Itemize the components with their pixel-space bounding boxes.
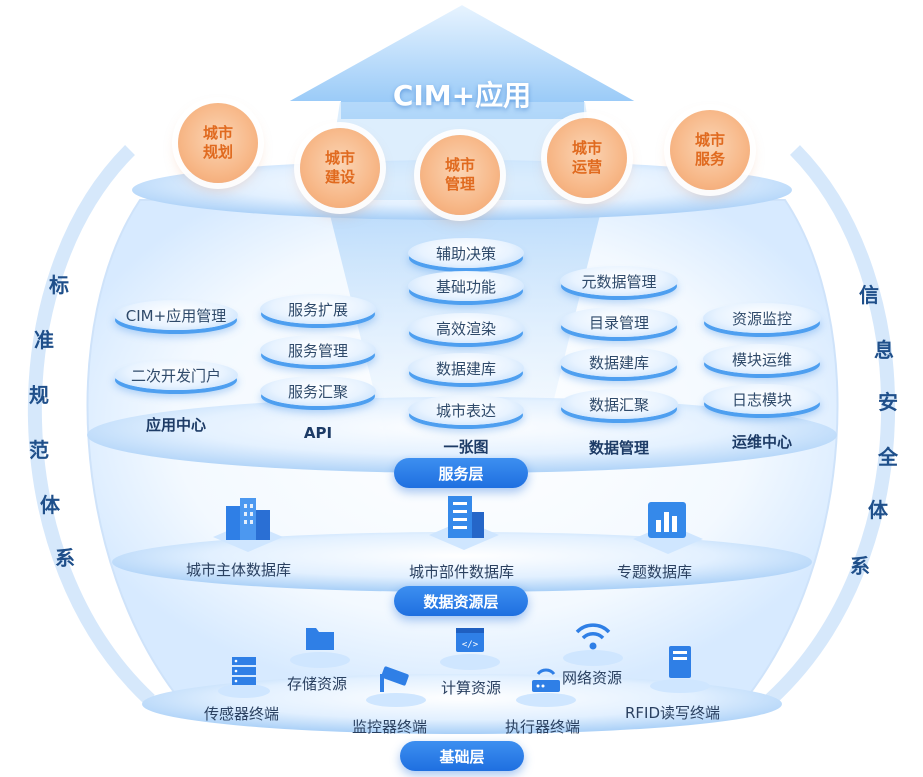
arrow-title: CIM+应用 [392, 79, 532, 112]
bar-chart-icon [633, 502, 703, 554]
column-title: 数据管理 [588, 439, 649, 457]
service-layer-label[interactable]: 服务层 [394, 458, 528, 488]
router-icon [516, 668, 576, 707]
data-item-label: 城市部件数据库 [409, 563, 515, 581]
left-side-char: 系 [55, 546, 75, 570]
app-circle-city-management[interactable]: 城市管理 [420, 135, 500, 215]
right-side-char: 安 [878, 390, 898, 414]
base-item-label: 计算资源 [441, 679, 502, 697]
service-disk[interactable]: 模块运维 [703, 344, 821, 374]
base-item-label: 执行器终端 [505, 718, 581, 736]
service-disk[interactable]: 目录管理 [560, 307, 678, 337]
data-layer-label[interactable]: 数据资源层 [394, 586, 528, 616]
column-title: 运维中心 [731, 433, 792, 451]
app-circle-city-planning[interactable]: 城市规划 [178, 103, 258, 183]
left-side-char: 准 [34, 328, 54, 352]
right-side-char: 全 [878, 445, 898, 469]
service-disk[interactable]: 数据建库 [560, 347, 678, 377]
app-circle-label: 城市服务 [694, 131, 725, 168]
app-circle-label: 城市运营 [571, 139, 602, 176]
data-item-label: 城市主体数据库 [186, 561, 292, 579]
base-item-label: 监控器终端 [352, 718, 428, 736]
buildings-icon [213, 498, 283, 552]
base-item-label: 存储资源 [287, 675, 348, 693]
service-disk[interactable]: 数据建库 [408, 353, 524, 383]
svg-text:</>: </> [462, 640, 479, 650]
right-side-char: 息 [874, 338, 894, 362]
data-item-label: 专题数据库 [617, 563, 693, 581]
left-side-char: 体 [40, 493, 60, 517]
server-icon [218, 657, 270, 698]
app-circle-label: 城市建设 [324, 149, 355, 186]
app-circle-label: 城市管理 [444, 156, 475, 193]
service-disk[interactable]: 服务管理 [260, 335, 376, 365]
column-title: 应用中心 [145, 416, 206, 434]
service-disk[interactable]: 数据汇聚 [560, 389, 678, 419]
service-disk[interactable]: 服务汇聚 [260, 376, 376, 406]
left-side-char: 规 [29, 383, 49, 407]
building-parts-icon [429, 496, 499, 550]
wifi-icon [563, 623, 623, 666]
service-disk[interactable]: 日志模块 [703, 384, 821, 414]
code-window-icon: </> [440, 628, 500, 670]
app-circle-city-construction[interactable]: 城市建设 [300, 128, 380, 208]
service-disk[interactable]: 辅助决策 [408, 238, 524, 268]
app-circle-label: 城市规划 [202, 124, 233, 161]
app-circle-city-service[interactable]: 城市服务 [670, 110, 750, 190]
right-side-char: 系 [850, 554, 870, 578]
service-disk[interactable]: CIM+应用管理 [114, 300, 238, 330]
right-side-char: 信 [859, 283, 879, 307]
folder-icon [290, 628, 350, 668]
column-title: 一张图 [443, 438, 489, 456]
left-side-char: 标 [49, 273, 69, 297]
base-layer-label[interactable]: 基础层 [400, 741, 524, 771]
app-circle-city-operation[interactable]: 城市运营 [547, 118, 627, 198]
service-disk[interactable]: 服务扩展 [260, 294, 376, 324]
base-item-label: 网络资源 [562, 669, 623, 687]
service-disk[interactable]: 城市表达 [408, 395, 524, 425]
camera-icon [366, 666, 426, 707]
column-title: API [303, 424, 333, 442]
service-disk[interactable]: 资源监控 [703, 303, 821, 333]
service-disk[interactable]: 基础功能 [408, 271, 524, 301]
left-side-char: 范 [29, 438, 49, 462]
service-disk[interactable]: 二次开发门户 [114, 360, 238, 390]
service-disk[interactable]: 高效渲染 [408, 313, 524, 343]
base-item-label: 传感器终端 [204, 705, 280, 723]
service-disk[interactable]: 元数据管理 [560, 266, 678, 296]
right-side-char: 体 [868, 498, 888, 522]
base-item-label: RFID读写终端 [625, 704, 721, 722]
terminal-icon [650, 646, 710, 693]
